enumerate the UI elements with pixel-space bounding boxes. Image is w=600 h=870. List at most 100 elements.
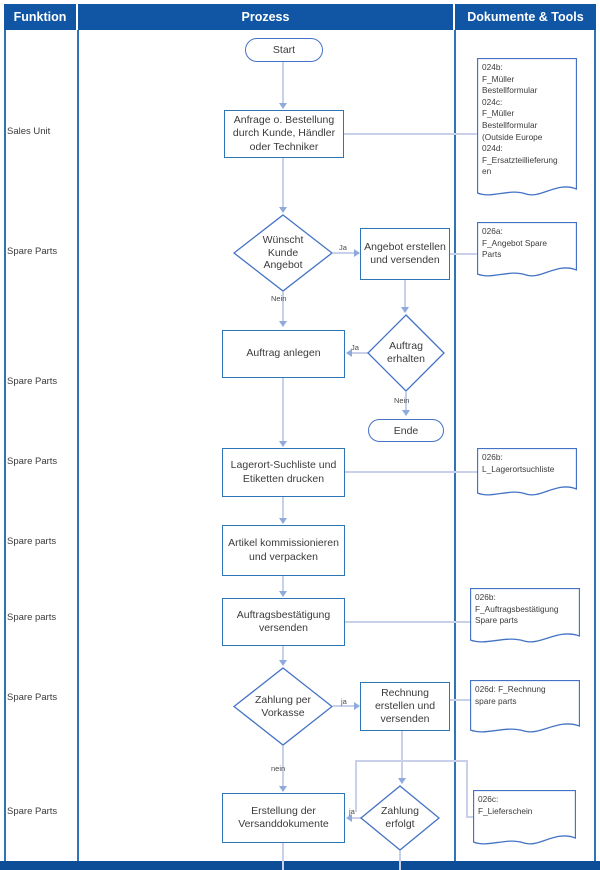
diamond-shape bbox=[367, 314, 445, 392]
connector-to-document bbox=[466, 760, 468, 817]
arrow-down-icon bbox=[279, 786, 287, 792]
function-label-3: Spare Parts bbox=[7, 376, 58, 387]
arrow-down-icon bbox=[279, 660, 287, 666]
document-angebot-spare-parts: 026a: F_Angebot Spare Parts bbox=[477, 222, 577, 284]
terminator-ende-label: Ende bbox=[393, 424, 419, 437]
lane-header-funktion-label: Funktion bbox=[13, 10, 67, 24]
diamond-shape bbox=[233, 214, 333, 292]
process-auftragsbestaetigung: Auftragsbestätigung versenden bbox=[222, 598, 345, 646]
terminator-start-label: Start bbox=[272, 44, 296, 56]
connector bbox=[282, 843, 284, 870]
decision-label: Zahlung per Vorkasse bbox=[254, 693, 312, 719]
diamond-shape bbox=[233, 667, 333, 746]
connector bbox=[399, 851, 401, 870]
document-auftragsbestaetigung: 026b: F_Auftragsbestätigung Spare parts bbox=[470, 588, 580, 650]
process-artikel-kommissionieren: Artikel kommissionieren und verpacken bbox=[222, 525, 345, 576]
connector bbox=[282, 576, 284, 591]
connector bbox=[352, 352, 368, 354]
arrow-left-icon bbox=[346, 814, 352, 822]
document-shape bbox=[477, 58, 577, 196]
arrow-down-icon bbox=[402, 410, 410, 416]
decision-wuenscht-kunde-angebot: Wünscht Kunde Angebot bbox=[233, 214, 333, 292]
connector-to-document bbox=[345, 471, 477, 473]
process-lagerort-suchliste: Lagerort-Suchliste und Etiketten drucken bbox=[222, 448, 345, 497]
document-shape bbox=[473, 790, 576, 845]
connector bbox=[282, 497, 284, 518]
process-rechnung-erstellen: Rechnung erstellen und versenden bbox=[360, 682, 450, 731]
edge-label-nein: Nein bbox=[394, 396, 410, 405]
document-label: 026a: F_Angebot Spare Parts bbox=[482, 226, 548, 260]
document-label: 026b: L_Lagerortsuchliste bbox=[482, 452, 555, 474]
connector bbox=[282, 646, 284, 660]
function-label-2: Spare Parts bbox=[7, 246, 58, 257]
terminator-ende: Ende bbox=[368, 419, 444, 442]
connector bbox=[282, 158, 284, 207]
connector bbox=[333, 252, 354, 254]
document-shape bbox=[470, 680, 580, 733]
connector bbox=[352, 817, 362, 819]
arrow-right-icon bbox=[354, 249, 360, 257]
arrow-down-icon bbox=[279, 441, 287, 447]
connector bbox=[282, 292, 284, 321]
document-rechnung: 026d: F_Rechnung spare parts bbox=[470, 680, 580, 740]
connector-to-document bbox=[466, 816, 474, 818]
document-label: 026c: F_Lieferschein bbox=[478, 794, 533, 816]
function-label-6: Spare parts bbox=[7, 612, 57, 623]
arrow-down-icon bbox=[401, 307, 409, 313]
arrow-down-icon bbox=[279, 321, 287, 327]
lane-header-dokumente: Dokumente & Tools bbox=[455, 4, 596, 30]
connector bbox=[405, 392, 407, 411]
document-lagerortsuchliste: 026b: L_Lagerortsuchliste bbox=[477, 448, 577, 503]
edge-label-ja: ja bbox=[349, 807, 355, 816]
arrow-down-icon bbox=[279, 207, 287, 213]
process-versanddokumente: Erstellung der Versanddokumente bbox=[222, 793, 345, 843]
function-label-5: Spare parts bbox=[7, 536, 57, 547]
process-angebot-erstellen: Angebot erstellen und versenden bbox=[360, 228, 450, 280]
arrow-down-icon bbox=[398, 778, 406, 784]
arrow-down-icon bbox=[279, 518, 287, 524]
arrow-down-icon bbox=[279, 591, 287, 597]
connector-to-document bbox=[450, 253, 477, 255]
document-label: 026d: F_Rechnung spare parts bbox=[475, 684, 546, 706]
process-anfrage-bestellung: Anfrage o. Bestellung durch Kunde, Händl… bbox=[224, 110, 344, 158]
edge-label-nein: Nein bbox=[271, 294, 287, 303]
decision-auftrag-erhalten: Auftrag erhalten bbox=[367, 314, 445, 392]
arrow-down-icon bbox=[279, 103, 287, 109]
lane-divider-2 bbox=[454, 30, 456, 870]
connector-to-document bbox=[355, 760, 468, 762]
connector bbox=[282, 62, 284, 104]
document-shape bbox=[470, 588, 580, 643]
lane-header-prozess: Prozess bbox=[78, 4, 453, 30]
arrow-left-icon bbox=[346, 349, 352, 357]
lane-header-prozess-label: Prozess bbox=[241, 10, 290, 24]
function-label-8: Spare Parts bbox=[7, 806, 58, 817]
document-bestellformulare: 024b: F_Müller Bestellformular 024c: F_M… bbox=[477, 58, 577, 203]
outer-border-right bbox=[594, 30, 596, 861]
lane-header-funktion: Funktion bbox=[4, 4, 76, 30]
decision-zahlung-per-vorkasse: Zahlung per Vorkasse bbox=[233, 667, 333, 746]
decision-label: Wünscht Kunde Angebot bbox=[262, 234, 304, 272]
connector-to-document bbox=[355, 760, 357, 812]
connector bbox=[404, 280, 406, 307]
edge-label-ja: Ja bbox=[351, 343, 359, 352]
decision-label: Auftrag erhalten bbox=[387, 340, 425, 365]
lane-divider-1 bbox=[77, 30, 79, 870]
decision-zahlung-erfolgt: Zahlung erfolgt bbox=[360, 785, 440, 851]
outer-border-left bbox=[4, 30, 6, 861]
function-label-1: Sales Unit bbox=[7, 126, 51, 137]
connector bbox=[401, 731, 403, 778]
function-label-7: Spare Parts bbox=[7, 692, 58, 703]
document-label: 024b: F_Müller Bestellformular 024c: F_M… bbox=[482, 62, 558, 177]
terminator-start: Start bbox=[245, 38, 323, 62]
connector bbox=[282, 378, 284, 441]
decision-label: Zahlung erfolgt bbox=[381, 805, 419, 830]
arrow-right-icon bbox=[354, 702, 360, 710]
document-lieferschein: 026c: F_Lieferschein bbox=[473, 790, 576, 852]
process-auftrag-anlegen: Auftrag anlegen bbox=[222, 330, 345, 378]
document-shape bbox=[477, 222, 577, 277]
document-shape bbox=[477, 448, 577, 496]
connector bbox=[333, 705, 354, 707]
connector-to-document bbox=[344, 133, 477, 135]
edge-label-nein: nein bbox=[271, 764, 286, 773]
